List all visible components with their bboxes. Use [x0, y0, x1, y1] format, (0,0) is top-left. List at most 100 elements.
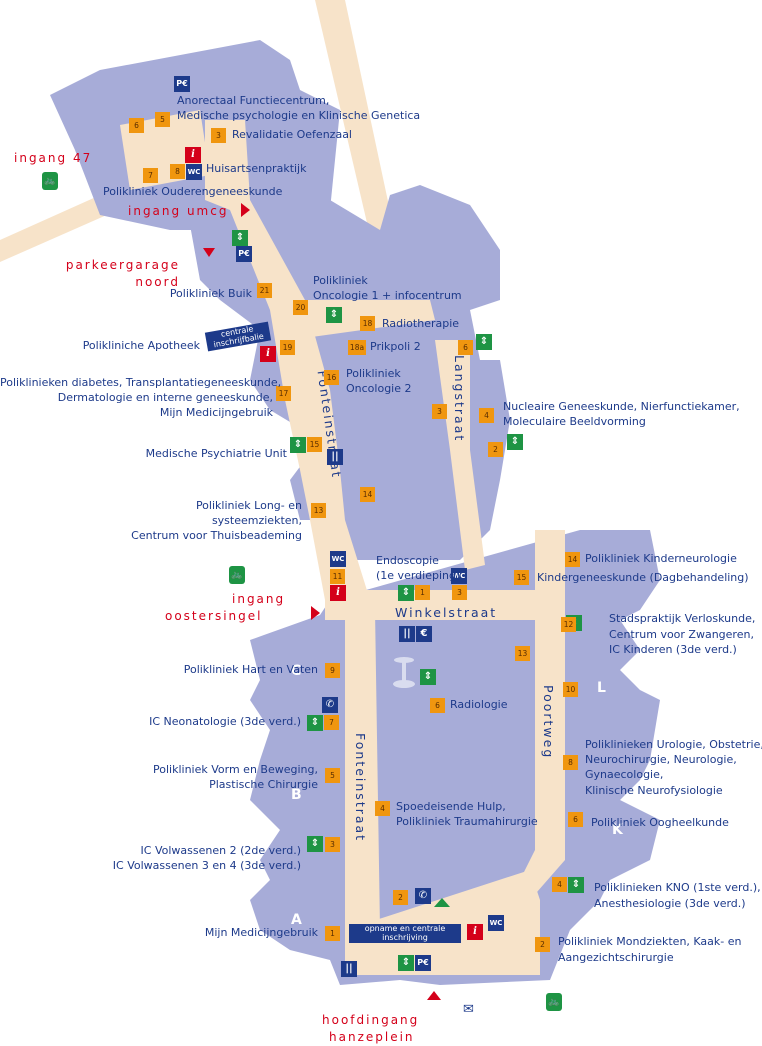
parking-payment-icon: P€ [415, 955, 431, 971]
number-marker: 15 [514, 570, 529, 585]
restaurant-icon: || [399, 626, 415, 642]
dept-urologie: Poliklinieken Urologie, Obstetrie, [585, 738, 762, 751]
entrance-47-label: ingang 47 [14, 151, 93, 165]
number-marker: 15 [307, 437, 322, 452]
dept-oncologie-2-a: Polikliniek [346, 367, 401, 380]
wing-letter-b: B [291, 787, 302, 803]
dept-verloskunde: Stadspraktijk Verloskunde, [609, 612, 756, 625]
parking-payment-icon: P€ [236, 246, 252, 262]
banner-line: opname en centrale [364, 924, 446, 933]
entrance-oostersingel-arrow [311, 606, 320, 620]
lift-icon: ⇕ [290, 437, 306, 453]
euro-icon: € [416, 626, 432, 642]
wing-letter-a: A [291, 912, 302, 928]
info-icon: i [330, 585, 346, 601]
dept-thuisbeademing: Centrum voor Thuisbeademing [131, 529, 302, 542]
dept-anesthesiologie: Anesthesiologie (3de verd.) [594, 897, 746, 910]
dept-oncologie-2-b: Oncologie 2 [346, 382, 412, 395]
dept-vorm-beweging: Polikliniek Vorm en Beweging, [153, 763, 318, 776]
number-marker: 6 [129, 118, 144, 133]
number-marker: 6 [430, 698, 445, 713]
toilet-icon: WC [451, 568, 467, 584]
parking-garage-label-1: parkeergarage [65, 258, 180, 272]
number-marker: 12 [561, 617, 576, 632]
corridor-langstraat [435, 340, 485, 570]
lift-icon: ⇕ [326, 307, 342, 323]
banner-line: inschrijving [382, 933, 428, 942]
fountain-icon [392, 655, 416, 689]
mail-icon: ✉ [463, 1002, 474, 1017]
dept-dermatologie: Dermatologie en interne geneeskunde, [57, 391, 273, 404]
dept-ic-neonatologie: IC Neonatologie (3de verd.) [149, 715, 301, 728]
dept-moleculaire: Moleculaire Beeldvorming [503, 415, 646, 428]
number-marker: 10 [563, 682, 578, 697]
entrance-umcg-arrow [241, 203, 250, 217]
number-marker: 18a [348, 340, 366, 355]
info-icon: i [185, 147, 201, 163]
lift-icon: ⇕ [307, 715, 323, 731]
dept-zwangeren: Centrum voor Zwangeren, [609, 628, 754, 641]
dept-mondziekten: Polikliniek Mondziekten, Kaak- en [558, 935, 742, 948]
number-marker: 2 [535, 937, 550, 952]
lift-icon: ⇕ [307, 836, 323, 852]
dept-oogheelkunde: Polikliniek Oogheelkunde [591, 816, 729, 829]
bike-parking-icon: 🚲 [42, 172, 58, 190]
dept-hart-vaten: Polikliniek Hart en Vaten [183, 663, 318, 676]
dept-traumachirurgie: Polikliniek Traumahirurgie [396, 815, 538, 828]
number-marker: 6 [568, 812, 583, 827]
number-marker: 8 [170, 164, 185, 179]
toilet-icon: WC [488, 915, 504, 931]
dept-spoedeisende-hulp: Spoedeisende Hulp, [396, 800, 506, 813]
dept-endoscopie: Endoscopie [376, 554, 439, 567]
dept-long-a: Polikliniek Long- en [195, 499, 302, 512]
dept-huisartsenpraktijk: Huisartsenpraktijk [206, 162, 307, 175]
parking-garage-label-2: noord [135, 275, 180, 289]
number-marker: 1 [415, 585, 430, 600]
phone-icon: ✆ [415, 888, 431, 904]
dept-gynaecologie: Gynaecologie, [585, 768, 664, 781]
entrance-oostersingel-label-2: oostersingel [165, 609, 263, 623]
dept-prikpoli: Prikpoli 2 [370, 340, 421, 353]
phone-icon: ✆ [322, 697, 338, 713]
entrance-umcg-label: ingang umcg [128, 204, 229, 218]
dept-neurofysiologie: Klinische Neurofysiologie [585, 784, 723, 797]
dept-endoscopie-floor: (1e verdieping) [376, 569, 461, 582]
bike-parking-icon: 🚲 [546, 993, 562, 1011]
number-marker: 5 [155, 112, 170, 127]
main-entrance-arrow [427, 991, 441, 1000]
number-marker: 14 [565, 552, 580, 567]
fountain-drawing [393, 657, 415, 688]
number-marker: 3 [452, 585, 467, 600]
restaurant-icon: || [327, 449, 343, 465]
main-entrance-label-2: hanzeplein [329, 1030, 415, 1044]
number-marker: 13 [311, 503, 326, 518]
corridor-entrance-hall [345, 870, 540, 975]
info-icon: i [467, 924, 483, 940]
corridor-poortweg [515, 530, 565, 900]
dept-kindergeneeskunde: Kindergeneeskunde (Dagbehandeling) [537, 571, 749, 584]
street-poortweg: Poortweg [541, 685, 556, 760]
street-fonteinstraat-south: Fonteinstraat [353, 733, 368, 843]
number-marker: 9 [325, 663, 340, 678]
dept-radiologie: Radiologie [450, 698, 508, 711]
dept-mijn-medicijngebruik-1: Mijn Medicijngebruik [159, 406, 273, 419]
number-marker: 8 [563, 755, 578, 770]
dept-medische-psychologie: Medische psychologie en Klinische Geneti… [177, 109, 421, 122]
number-marker: 3 [211, 128, 226, 143]
number-marker: 2 [488, 442, 503, 457]
number-marker: 4 [479, 408, 494, 423]
number-marker: 7 [143, 168, 158, 183]
dept-revalidatie: Revalidatie Oefenzaal [232, 128, 352, 141]
number-marker: 13 [515, 646, 530, 661]
dept-ic-kinderen: IC Kinderen (3de verd.) [609, 643, 737, 656]
street-langstraat: Langstraat [452, 355, 467, 443]
dept-mijn-medicijngebruik-2: Mijn Medicijngebruik [204, 926, 318, 939]
number-marker: 6 [458, 340, 473, 355]
number-marker: 18 [360, 316, 375, 331]
lift-icon: ⇕ [232, 230, 248, 246]
info-icon: i [260, 346, 276, 362]
parking-payment-icon: P€ [174, 76, 190, 92]
parking-garage-arrow [203, 248, 215, 257]
toilet-icon: WC [186, 164, 202, 180]
